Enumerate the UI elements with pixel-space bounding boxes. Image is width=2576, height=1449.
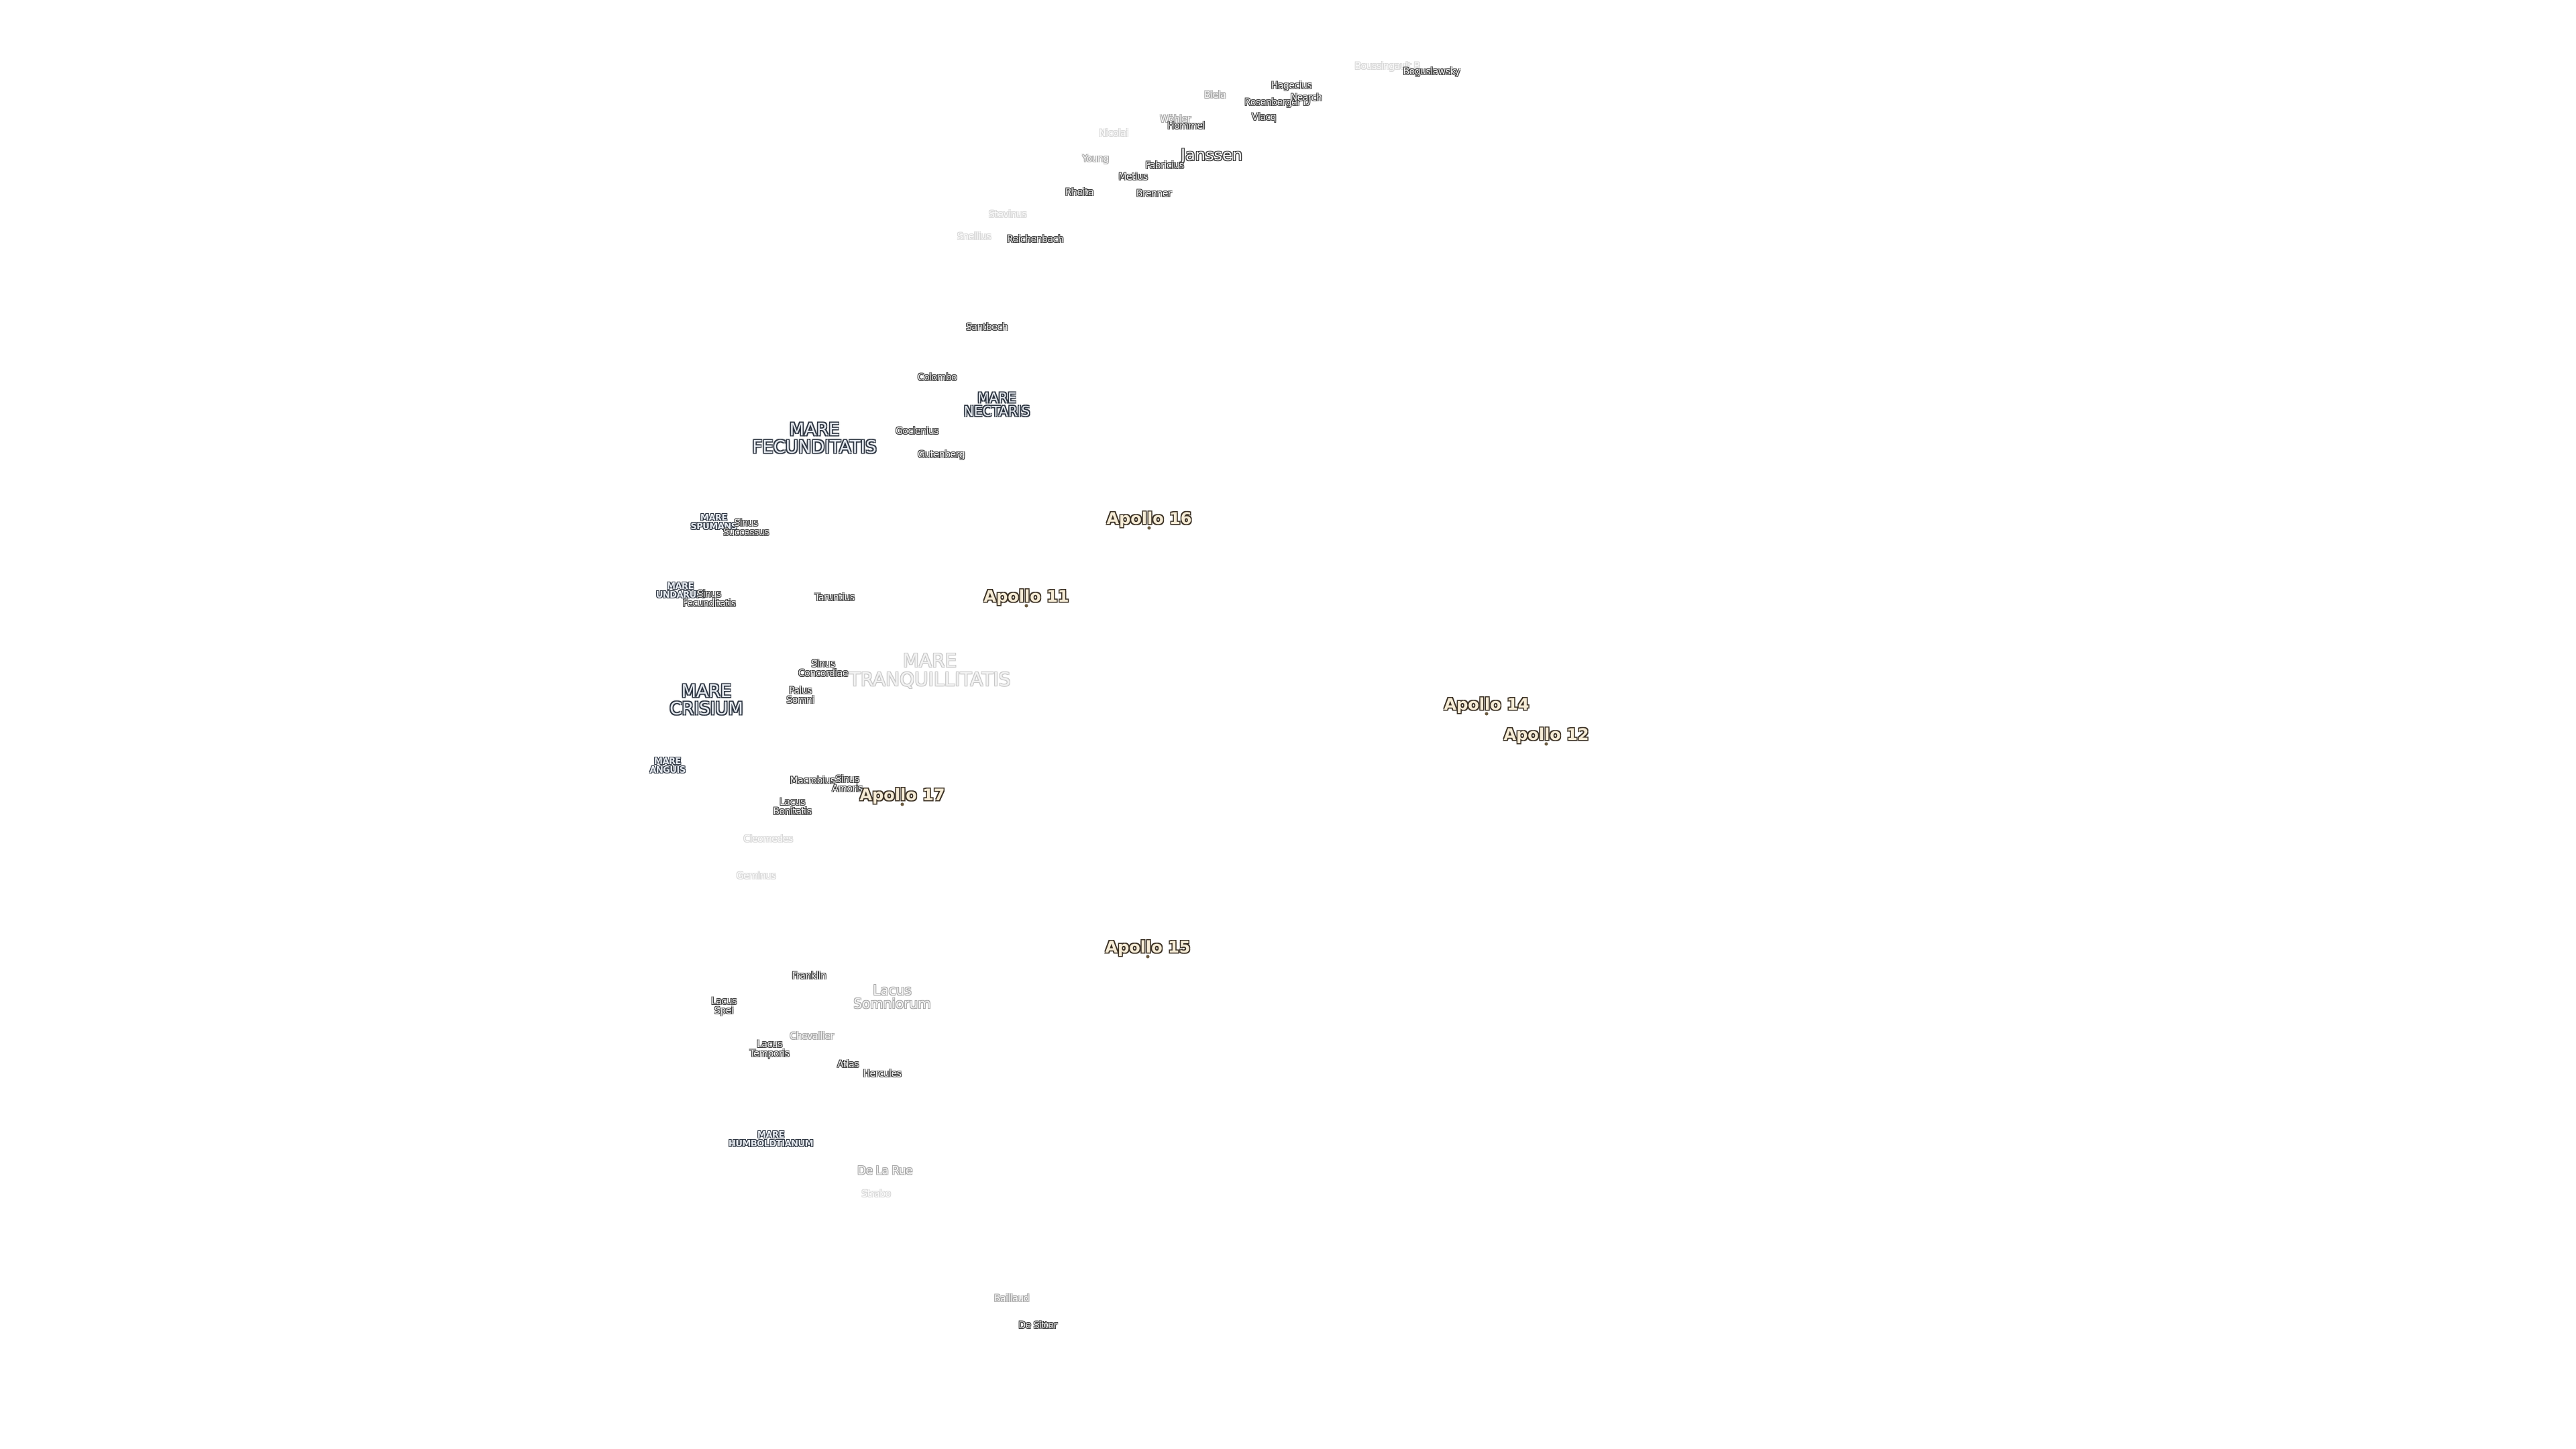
label-atlas: Atlas [837, 1059, 859, 1070]
label-reichenbach: Reichenbach [1006, 234, 1064, 245]
label-apollo-17: Apollo 17 [859, 786, 945, 804]
apollo-12-site-marker [1544, 742, 1548, 746]
label-franklin: Franklin [792, 971, 826, 981]
label-sinus-amoris: Sinus Amoris [832, 774, 863, 794]
label-lacus-spei: Lacus Spei [711, 996, 737, 1016]
label-stevinus: Stevinus [988, 209, 1027, 220]
apollo-14-site-marker [1485, 712, 1489, 716]
label-gutenberg: Gutenberg [917, 449, 965, 460]
apollo-16-site-marker [1147, 526, 1151, 530]
label-rheita: Rheita [1065, 187, 1094, 198]
label-mare-spumans: MARE SPUMANS [690, 513, 737, 532]
label-taruntius: Taruntius [814, 592, 855, 603]
label-apollo-16: Apollo 16 [1106, 509, 1192, 528]
apollo-15-site-marker [1146, 955, 1150, 959]
label-hercules: Hercules [863, 1069, 902, 1079]
label-de-la-rue: De La Rue [857, 1164, 913, 1178]
label-mare-undarum: MARE UNDARUM [655, 582, 705, 600]
label-sinus-fecunditatis: Sinus Fecunditatis [682, 589, 736, 609]
label-cleomedes: Cleomedes [743, 834, 793, 845]
label-apollo-12: Apollo 12 [1503, 725, 1589, 744]
label-lacus-somniorum: Lacus Somniorum [853, 982, 931, 1012]
label-baillaud: Baillaud [994, 1293, 1030, 1304]
label-vlacq: Vlacq [1251, 112, 1277, 123]
label-rosenberger-d: Rosenberger D [1244, 97, 1310, 108]
label-apollo-15: Apollo 15 [1105, 938, 1191, 957]
label-mare-tranquillitatis: MARE TRANQUILLITATIS [849, 649, 1011, 690]
label-boguslawsky: Boguslawsky [1403, 66, 1460, 77]
label-mare-anguis: MARE ANGUIS [649, 757, 686, 775]
label-wohler: Wöhler [1160, 114, 1191, 125]
label-lacus-temporis: Lacus Temporis [749, 1039, 790, 1059]
label-janssen: Janssen [1181, 146, 1242, 164]
label-colombo: Colombo [917, 372, 957, 383]
label-mare-crisium: MARE CRISIUM [669, 682, 743, 719]
label-apollo-14: Apollo 14 [1444, 695, 1529, 714]
label-goclenius: Goclenius [895, 426, 939, 437]
label-brenner: Brenner [1136, 189, 1172, 199]
label-mare-fecunditatis: MARE FECUNDITATIS [752, 420, 877, 458]
label-santbech: Santbech [966, 322, 1008, 333]
label-apollo-11: Apollo 11 [983, 587, 1069, 606]
label-nearch: Nearch [1290, 93, 1322, 103]
label-strabo: Strabo [861, 1189, 891, 1199]
label-chevallier: Chevallier [790, 1031, 834, 1042]
label-lacus-bonitatis: Lacus Bonitatis [773, 797, 812, 817]
label-boussingault-b: Boussingault B [1354, 61, 1420, 72]
label-hommel: Hommel [1167, 121, 1205, 131]
label-geminus: Geminus [736, 871, 776, 881]
apollo-11-site-marker [1024, 604, 1028, 608]
label-mare-humboldtianum: MARE HUMBOLDTIANUM [728, 1130, 814, 1149]
label-young: Young [1082, 154, 1109, 164]
label-metius: Metius [1118, 172, 1148, 182]
label-nicolai: Nicolai [1099, 128, 1128, 139]
label-hagecius: Hagecius [1271, 80, 1312, 91]
label-biela: Biela [1203, 90, 1226, 101]
label-palus-somni: Palus Somni [786, 686, 814, 706]
label-sinus-successus: Sinus Successus [722, 518, 769, 538]
label-fabricius: Fabricius [1145, 160, 1184, 171]
label-snellius: Snellius [957, 231, 991, 242]
label-sinus-concordiae: Sinus Concordiae [798, 659, 848, 679]
apollo-17-site-marker [900, 802, 904, 806]
label-mare-nectaris: MARE NECTARIS [963, 390, 1030, 419]
label-macrobius: Macrobius [790, 775, 835, 786]
label-de-sitter: De Sitter [1018, 1320, 1057, 1331]
